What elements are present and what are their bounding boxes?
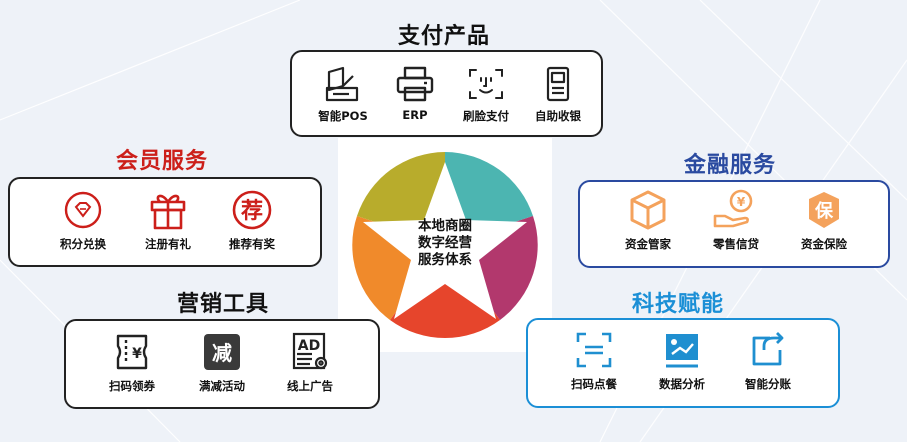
pos-terminal-icon	[325, 66, 359, 102]
erp-item[interactable]: ERP	[380, 64, 450, 122]
points-exchange-item[interactable]: 积分兑换	[48, 188, 118, 252]
discount-glyph: 减	[212, 341, 232, 365]
online-ad-label: 线上广告	[287, 379, 333, 393]
scan-order-item[interactable]: 扫码点餐	[554, 328, 634, 392]
member-title: 会员服务	[116, 149, 209, 174]
discount-event-item[interactable]: 减 满减活动	[182, 330, 262, 394]
smart-split-label: 智能分账	[745, 377, 791, 391]
retail-credit-label: 零售信贷	[713, 237, 759, 251]
scan-coupon-label: 扫码领券	[109, 379, 155, 393]
diamond-badge-icon	[64, 191, 102, 229]
center-line-3: 服务体系	[418, 252, 472, 268]
fund-manager-label: 资金管家	[625, 237, 671, 251]
center-line-2: 数字经营	[418, 235, 472, 251]
retail-credit-item[interactable]: ¥ 零售信贷	[696, 188, 776, 252]
referral-icon: 荐	[232, 190, 272, 230]
face-scan-icon	[469, 69, 503, 99]
insurance-shield-icon: 保	[809, 192, 839, 228]
member-box	[8, 177, 322, 267]
smart-split-item[interactable]: 智能分账	[728, 328, 808, 392]
gift-icon	[150, 194, 186, 230]
tech-title: 科技赋能	[632, 292, 725, 317]
discount-event-label: 满减活动	[199, 379, 245, 393]
payment-title: 支付产品	[398, 24, 491, 49]
points-exchange-label: 积分兑换	[60, 237, 106, 251]
signup-gift-item[interactable]: 注册有礼	[128, 188, 208, 252]
ad-settings-icon: AD	[292, 332, 328, 370]
erp-label: ERP	[402, 108, 428, 122]
face-pay-item[interactable]: 刷脸支付	[448, 64, 524, 124]
analytics-icon	[666, 334, 698, 368]
insurance-glyph: 保	[814, 200, 834, 222]
referral-reward-label: 推荐有奖	[229, 237, 275, 251]
ad-glyph: AD	[298, 338, 320, 354]
signup-gift-label: 注册有礼	[145, 237, 191, 251]
referral-reward-item[interactable]: 荐 推荐有奖	[212, 188, 292, 252]
center-star-diagram	[338, 138, 552, 352]
scan-order-label: 扫码点餐	[571, 377, 617, 391]
marketing-title: 营销工具	[177, 292, 270, 317]
yen-glyph: ¥	[737, 195, 746, 209]
smart-pos-item[interactable]: 智能POS	[303, 64, 383, 124]
coupon-yen-glyph: ¥	[132, 346, 142, 362]
segment-red	[390, 245, 500, 339]
online-ad-item[interactable]: AD 线上广告	[270, 330, 350, 394]
face-pay-label: 刷脸支付	[463, 109, 509, 123]
smart-pos-label: 智能POS	[318, 109, 368, 123]
fund-insurance-label: 资金保险	[801, 237, 847, 251]
coupon-icon: ¥	[116, 334, 148, 370]
discount-icon: 减	[204, 334, 240, 370]
package-box-icon	[630, 190, 666, 230]
scan-coupon-item[interactable]: ¥ 扫码领券	[92, 330, 172, 394]
finance-title: 金融服务	[684, 153, 777, 178]
kiosk-icon	[546, 66, 570, 102]
scan-frame-icon	[576, 332, 612, 368]
self-checkout-item[interactable]: 自助收银	[520, 64, 596, 124]
fund-insurance-item[interactable]: 保 资金保险	[784, 188, 864, 252]
printer-icon	[396, 66, 434, 102]
data-analysis-label: 数据分析	[659, 377, 705, 391]
fund-manager-item[interactable]: 资金管家	[608, 188, 688, 252]
self-checkout-label: 自助收银	[535, 109, 581, 123]
share-export-icon	[752, 332, 784, 366]
center-star	[363, 162, 527, 319]
referral-glyph: 荐	[241, 198, 263, 224]
center-label: 本地商圈 数字经营 服务体系	[402, 218, 488, 269]
data-analysis-item[interactable]: 数据分析	[642, 328, 722, 392]
center-line-1: 本地商圈	[418, 218, 472, 234]
hand-coin-icon: ¥	[713, 189, 753, 228]
